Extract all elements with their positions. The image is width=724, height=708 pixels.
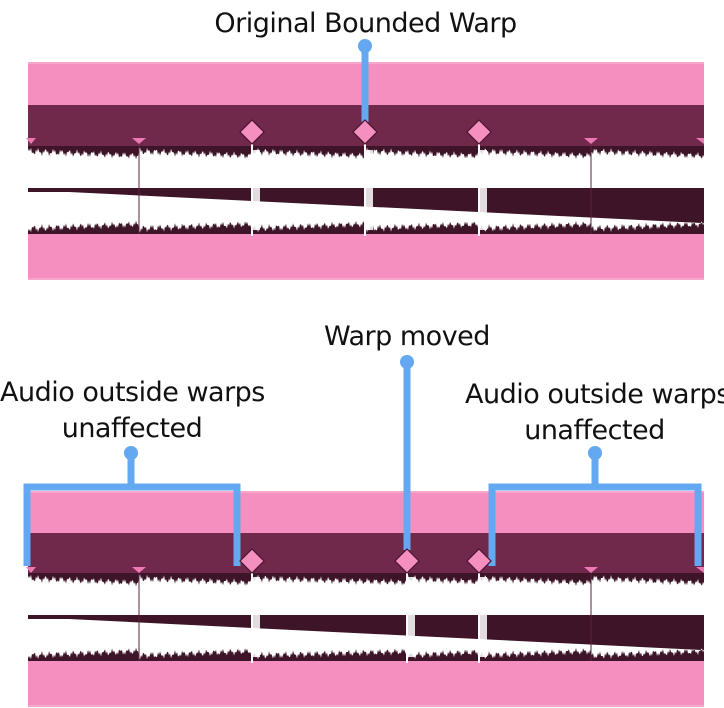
bottom-wave-centerline — [28, 615, 704, 619]
left-unaffected-label-line2: unaffected — [61, 413, 203, 444]
warp-marker-left-diamond[interactable] — [239, 119, 265, 145]
warp-marker-moved-diamond[interactable] — [394, 548, 420, 574]
bottom-wave-transient-1 — [252, 577, 260, 657]
warp-marker-left-bottom-diamond[interactable] — [239, 548, 265, 574]
transient-marker-7 — [584, 567, 598, 573]
transient-marker-8 — [696, 567, 704, 573]
transient-marker-3 — [584, 138, 598, 144]
warp-marker-center-diamond[interactable] — [352, 119, 378, 145]
top-wave-transient-3 — [479, 150, 487, 230]
bottom-clip-footer-band — [28, 661, 704, 707]
bottom-waveform-svg — [28, 573, 704, 661]
bottom-wave-transient-2 — [407, 577, 415, 657]
top-clip-footer-band — [28, 234, 704, 280]
transient-marker-5 — [26, 567, 36, 573]
top-wave-transient-1 — [252, 150, 260, 230]
top-overlay — [26, 39, 704, 236]
right-unaffected-label-line2: unaffected — [524, 415, 665, 446]
bottom-clip-region — [28, 491, 704, 707]
warp-moved-callout-dot — [400, 355, 414, 369]
transient-marker-6 — [132, 567, 146, 573]
left-bracket-dot — [124, 446, 138, 460]
bottom-audio-waveform — [28, 573, 704, 661]
original-warp-callout-dot — [358, 39, 372, 53]
right-unaffected-label-line1: Audio outside warps — [465, 379, 724, 410]
warp-marker-right-diamond[interactable] — [466, 119, 492, 145]
warp-moved-label: Warp moved — [324, 321, 490, 352]
transient-marker-2 — [132, 138, 146, 144]
right-bracket-dot — [588, 446, 602, 460]
bottom-wave-transient-3 — [479, 577, 487, 657]
bottom-warp-marker-lane — [28, 533, 704, 573]
warp-marker-right-bottom-diamond[interactable] — [466, 548, 492, 574]
bottom-clip-header-band — [28, 491, 704, 535]
transient-marker-1 — [26, 138, 36, 144]
top-wave-transient-2 — [365, 150, 373, 230]
original-bounded-warp-label: Original Bounded Warp — [214, 8, 517, 39]
left-unaffected-bracket — [23, 483, 241, 566]
transient-marker-4 — [696, 138, 704, 144]
left-unaffected-label-line1: Audio outside warps — [0, 377, 265, 408]
right-unaffected-bracket — [488, 483, 702, 566]
